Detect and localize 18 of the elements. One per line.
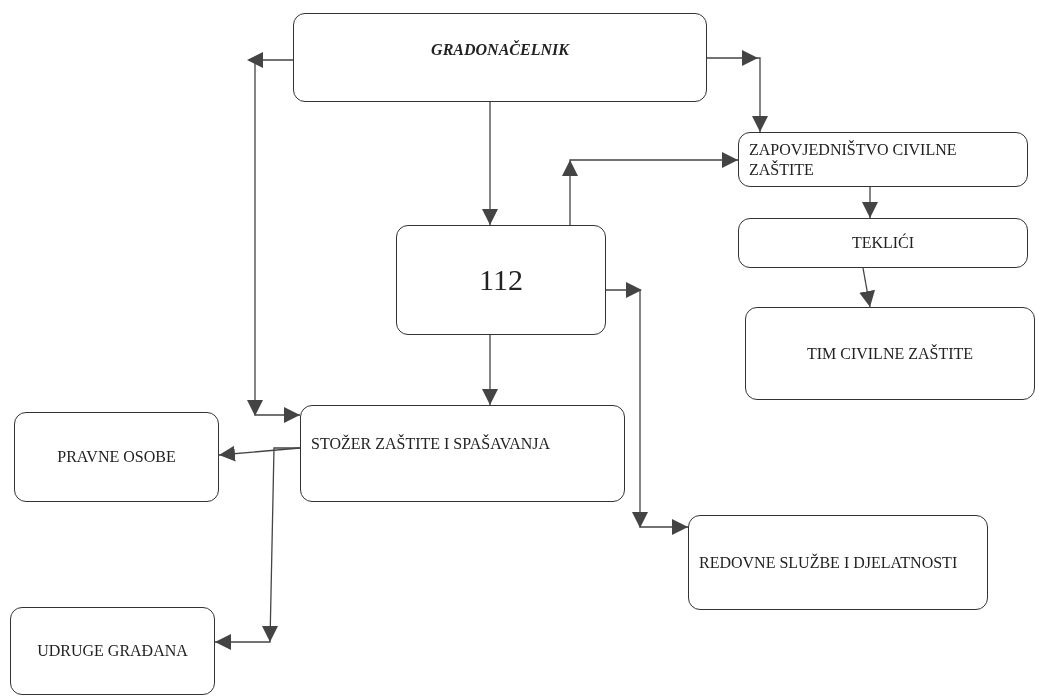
process-box <box>396 225 606 335</box>
box-label: GRADONAČELNIK <box>431 40 569 60</box>
box-label: ZAPOVJEDNIŠTVO CIVILNE ZAŠTITE <box>749 140 958 179</box>
box-label: STOŽER ZAŠTITE I SPAŠAVANJA <box>311 434 550 454</box>
box-label: TIM CIVILNE ZAŠTITE <box>806 343 974 364</box>
box-label: UDRUGE GRAĐANA <box>37 641 188 661</box>
box-label: TEKLIĆI <box>851 233 915 253</box>
process-box <box>14 412 219 502</box>
process-box <box>738 218 1028 268</box>
process-box <box>300 405 625 502</box>
process-box <box>293 13 707 102</box>
process-box <box>738 132 1028 187</box>
process-box <box>688 515 988 610</box>
box-label: PRAVNE OSOBE <box>57 447 176 467</box>
process-box <box>10 607 215 695</box>
box-label: REDOVNE SLUŽBE I DJELATNOSTI <box>699 552 958 573</box>
process-box <box>745 307 1035 400</box>
box-label: 112 <box>479 262 523 298</box>
